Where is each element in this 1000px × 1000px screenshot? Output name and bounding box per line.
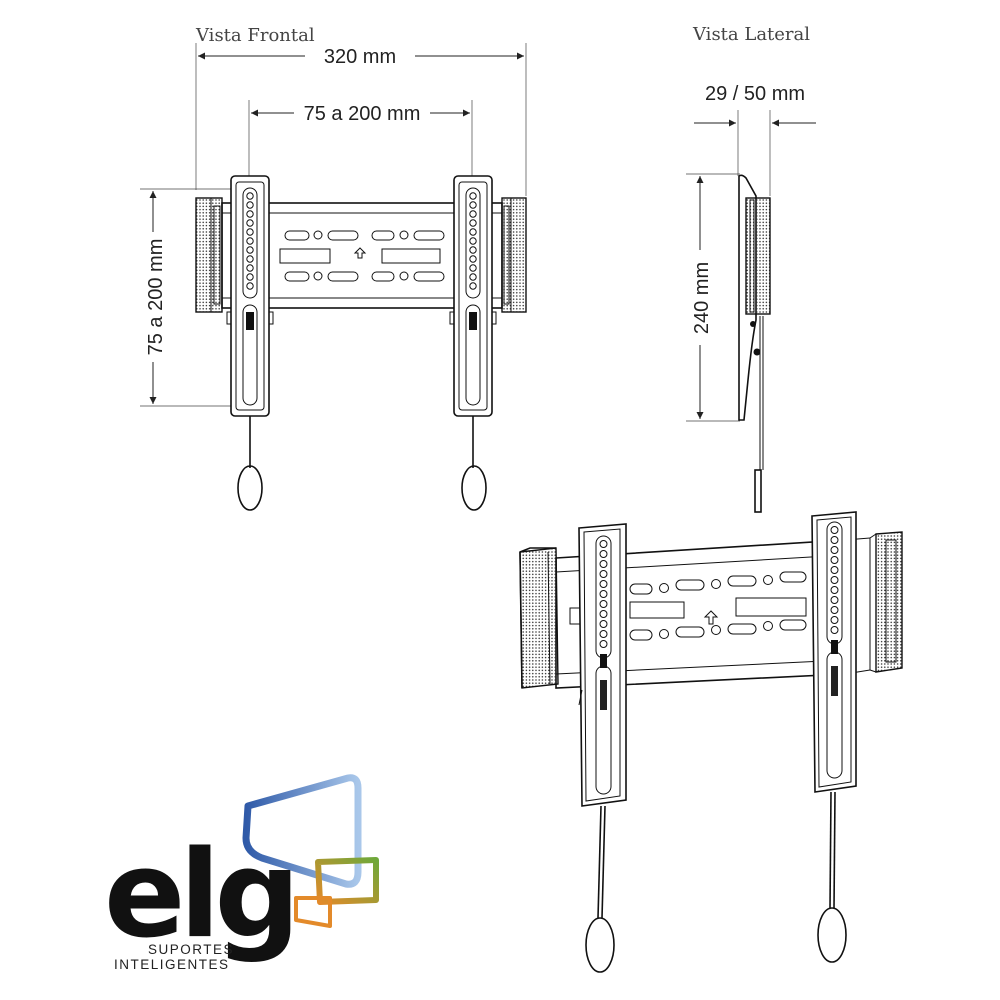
side-view: Vista Lateral 29 / 50 mm 240 mm <box>686 24 816 513</box>
side-profile <box>738 174 771 513</box>
overall-width-dimension: 320 mm <box>195 43 527 196</box>
right-pad <box>501 197 527 313</box>
vesa-horizontal-label: 75 a 200 mm <box>304 103 421 125</box>
right-arm <box>449 175 497 511</box>
perspective-right-arm <box>811 511 857 963</box>
left-arm <box>226 175 274 511</box>
height-dimension: 240 mm <box>686 173 740 422</box>
logo-emblem-icon <box>242 774 379 928</box>
overall-width-label: 320 mm <box>324 46 396 68</box>
vesa-horizontal-dimension: 75 a 200 mm <box>248 100 473 176</box>
perspective-right-pad <box>844 531 903 675</box>
logo-tagline-line2: INTELIGENTES <box>114 957 230 972</box>
vesa-vertical-dimension: 75 a 200 mm <box>140 188 235 407</box>
depth-label: 29 / 50 mm <box>705 83 805 105</box>
logo-wordmark: elg <box>104 826 294 965</box>
perspective-left-arm <box>578 523 627 973</box>
front-view: Vista Frontal 320 mm 75 a 200 mm 75 a 20… <box>140 25 527 511</box>
side-view-label: Vista Lateral <box>692 24 810 45</box>
depth-dimension: 29 / 50 mm <box>694 83 816 196</box>
up-arrow-icon <box>703 610 719 625</box>
perspective-view <box>519 511 903 973</box>
logo-tagline-line1: SUPORTES <box>148 942 234 957</box>
up-arrow-icon <box>353 247 367 259</box>
left-pad <box>195 197 223 313</box>
height-label: 240 mm <box>691 262 713 334</box>
vesa-vertical-label: 75 a 200 mm <box>145 239 167 356</box>
elg-logo: elg SUPORTES INTELIGENTES <box>104 774 379 972</box>
front-view-label: Vista Frontal <box>195 25 315 46</box>
perspective-left-pad <box>519 547 559 689</box>
